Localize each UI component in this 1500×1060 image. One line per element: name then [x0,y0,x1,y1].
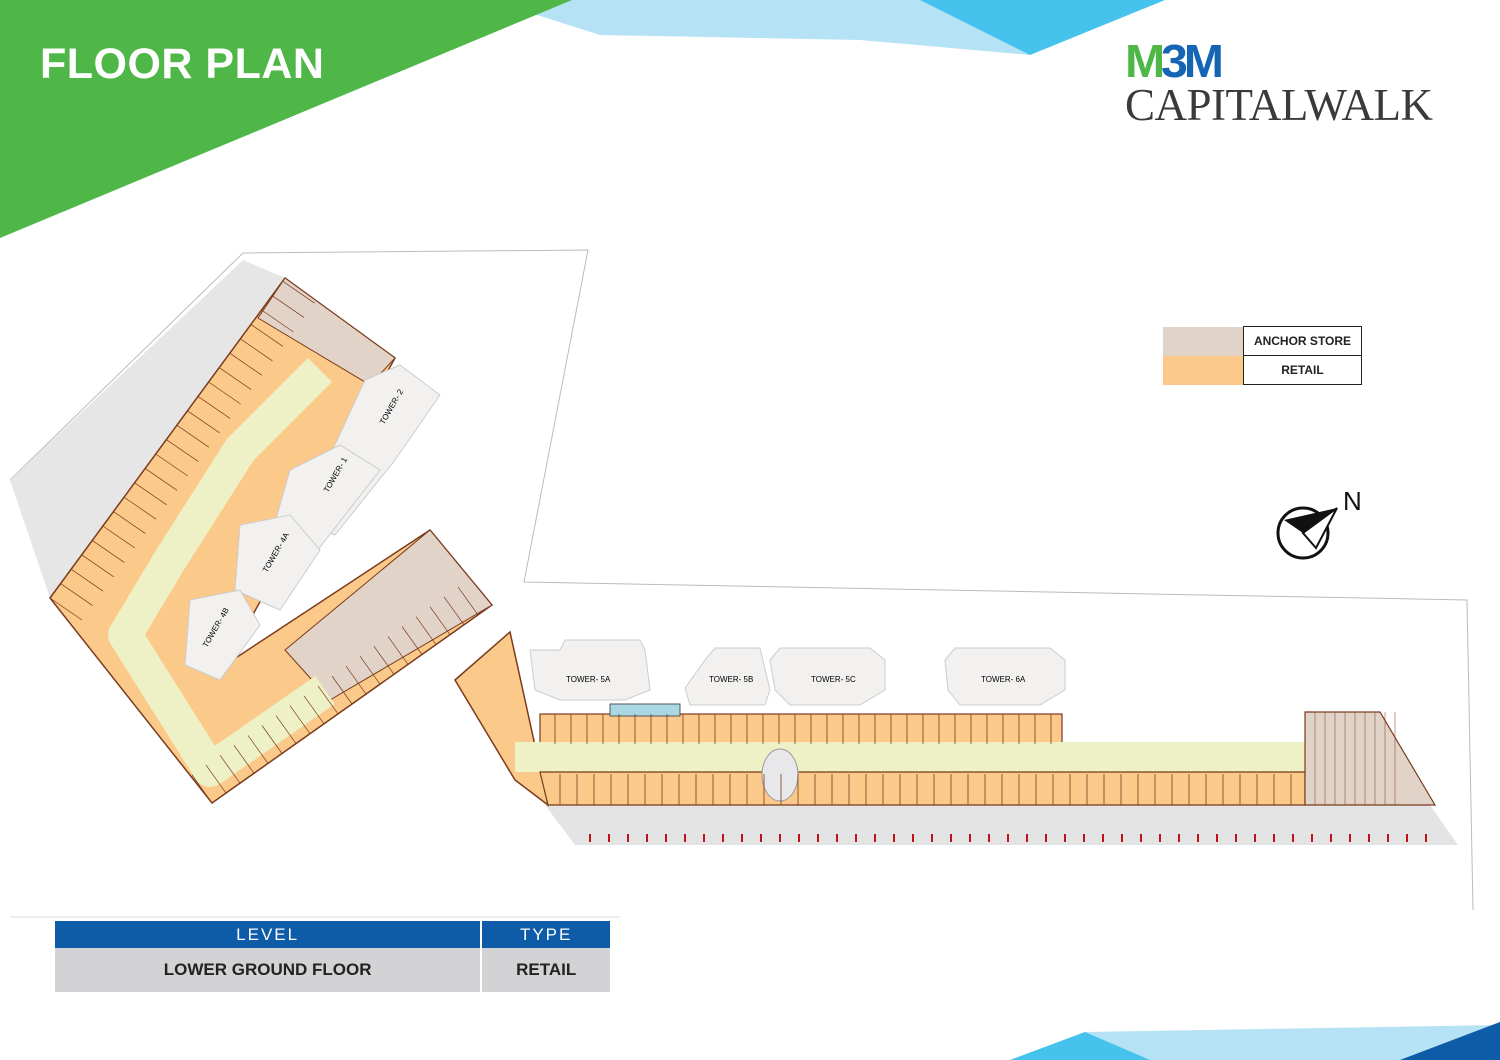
level-type-table: LEVEL TYPE LOWER GROUND FLOOR RETAIL [55,921,612,992]
unit-divider [457,586,479,616]
unit-divider [113,511,146,534]
unit-divider [303,695,325,725]
tower-5b-footprint [684,647,771,706]
legend-item: RETAIL [1163,355,1362,385]
unit-divider [176,424,210,448]
tower-label: TOWER- 5B [709,675,753,684]
anchor-store-east-strip [1304,711,1437,806]
unit-divider [401,626,423,655]
unit-divider [60,583,93,606]
atrium [761,748,799,802]
unit-divider [70,568,104,592]
unit-divider [205,764,227,794]
unit-divider [331,675,353,705]
unit-divider [247,735,269,764]
unit-divider [275,715,297,744]
tower-label: TOWER- 5C [811,675,856,684]
unit-divider [155,453,188,477]
left-wing-unit-dividers [49,280,479,804]
type-value: RETAIL [481,948,612,992]
unit-divider [345,665,367,695]
unit-divider [317,685,339,715]
unit-divider [271,295,305,318]
unit-divider [229,352,262,376]
unit-divider [373,646,395,675]
unit-divider [387,636,409,665]
unit-divider [219,367,252,390]
unit-divider [219,754,241,784]
service-core [609,703,681,717]
unit-divider [134,482,167,506]
page-title: FLOOR PLAN [40,40,325,88]
level-header: LEVEL [55,921,483,948]
unit-divider [92,540,125,563]
unit-divider [187,410,220,434]
strip-unit-dividers [554,712,1396,805]
tower-4b-footprint [184,589,261,681]
level-value: LOWER GROUND FLOOR [55,948,483,992]
unit-divider [443,596,465,626]
tower-5a-footprint [529,639,651,701]
tower-label: TOWER- 6A [981,675,1026,684]
top-blue-accent [920,0,1165,55]
unit-divider [123,496,157,520]
unit-divider [429,606,451,635]
unit-divider [415,616,437,645]
unit-divider [240,338,273,362]
unit-divider [289,705,311,734]
bottom-blue-accent [1010,1032,1150,1060]
unit-divider [102,525,136,549]
logo-m: M [1125,35,1165,87]
unit-divider [282,280,315,304]
legend-label: RETAIL [1243,355,1362,385]
green-header-banner [0,0,572,238]
unit-divider [81,554,114,578]
site-boundary [9,249,1474,911]
unit-divider [233,745,255,774]
parking-area-left [10,260,285,598]
unit-divider [250,324,284,347]
parking-markers [589,834,1427,842]
tower-5c-footprint [769,647,886,706]
north-label: N [1343,486,1362,516]
type-header: TYPE [481,921,612,948]
parking-area-south [545,805,1458,845]
unit-divider [144,468,178,491]
tower-4a-footprint [234,514,321,611]
tower-label: TOWER- 5A [566,675,611,684]
unit-divider [197,396,231,419]
logo-name: CAPITALWALK [1125,80,1433,130]
legend: ANCHOR STORE RETAIL [1163,326,1362,385]
retail-row-south [539,771,1306,806]
unit-divider [191,774,213,804]
tower-6a-footprint [944,647,1066,706]
unit-divider [359,655,381,685]
unit-divider [261,725,283,754]
brand-logo: M3M CAPITALWALK [1125,35,1460,130]
retail-swatch [1163,355,1244,385]
anchor-store-swatch [1163,326,1244,356]
compass-icon [1276,506,1338,560]
unit-divider [208,381,241,405]
legend-item: ANCHOR STORE [1163,326,1362,356]
unit-divider [166,439,199,462]
corridor-main [515,742,1310,772]
unit-divider [49,597,83,621]
unit-divider [261,309,294,333]
bottom-blue-banner [1010,1025,1500,1060]
bottom-dark-blue-corner [1400,1022,1500,1060]
retail-row-north [539,713,1063,747]
anchor-store-north [257,277,396,386]
logo-3m: 3M [1161,35,1224,87]
legend-label: ANCHOR STORE [1243,326,1362,356]
corridor-left-wing [108,357,335,787]
